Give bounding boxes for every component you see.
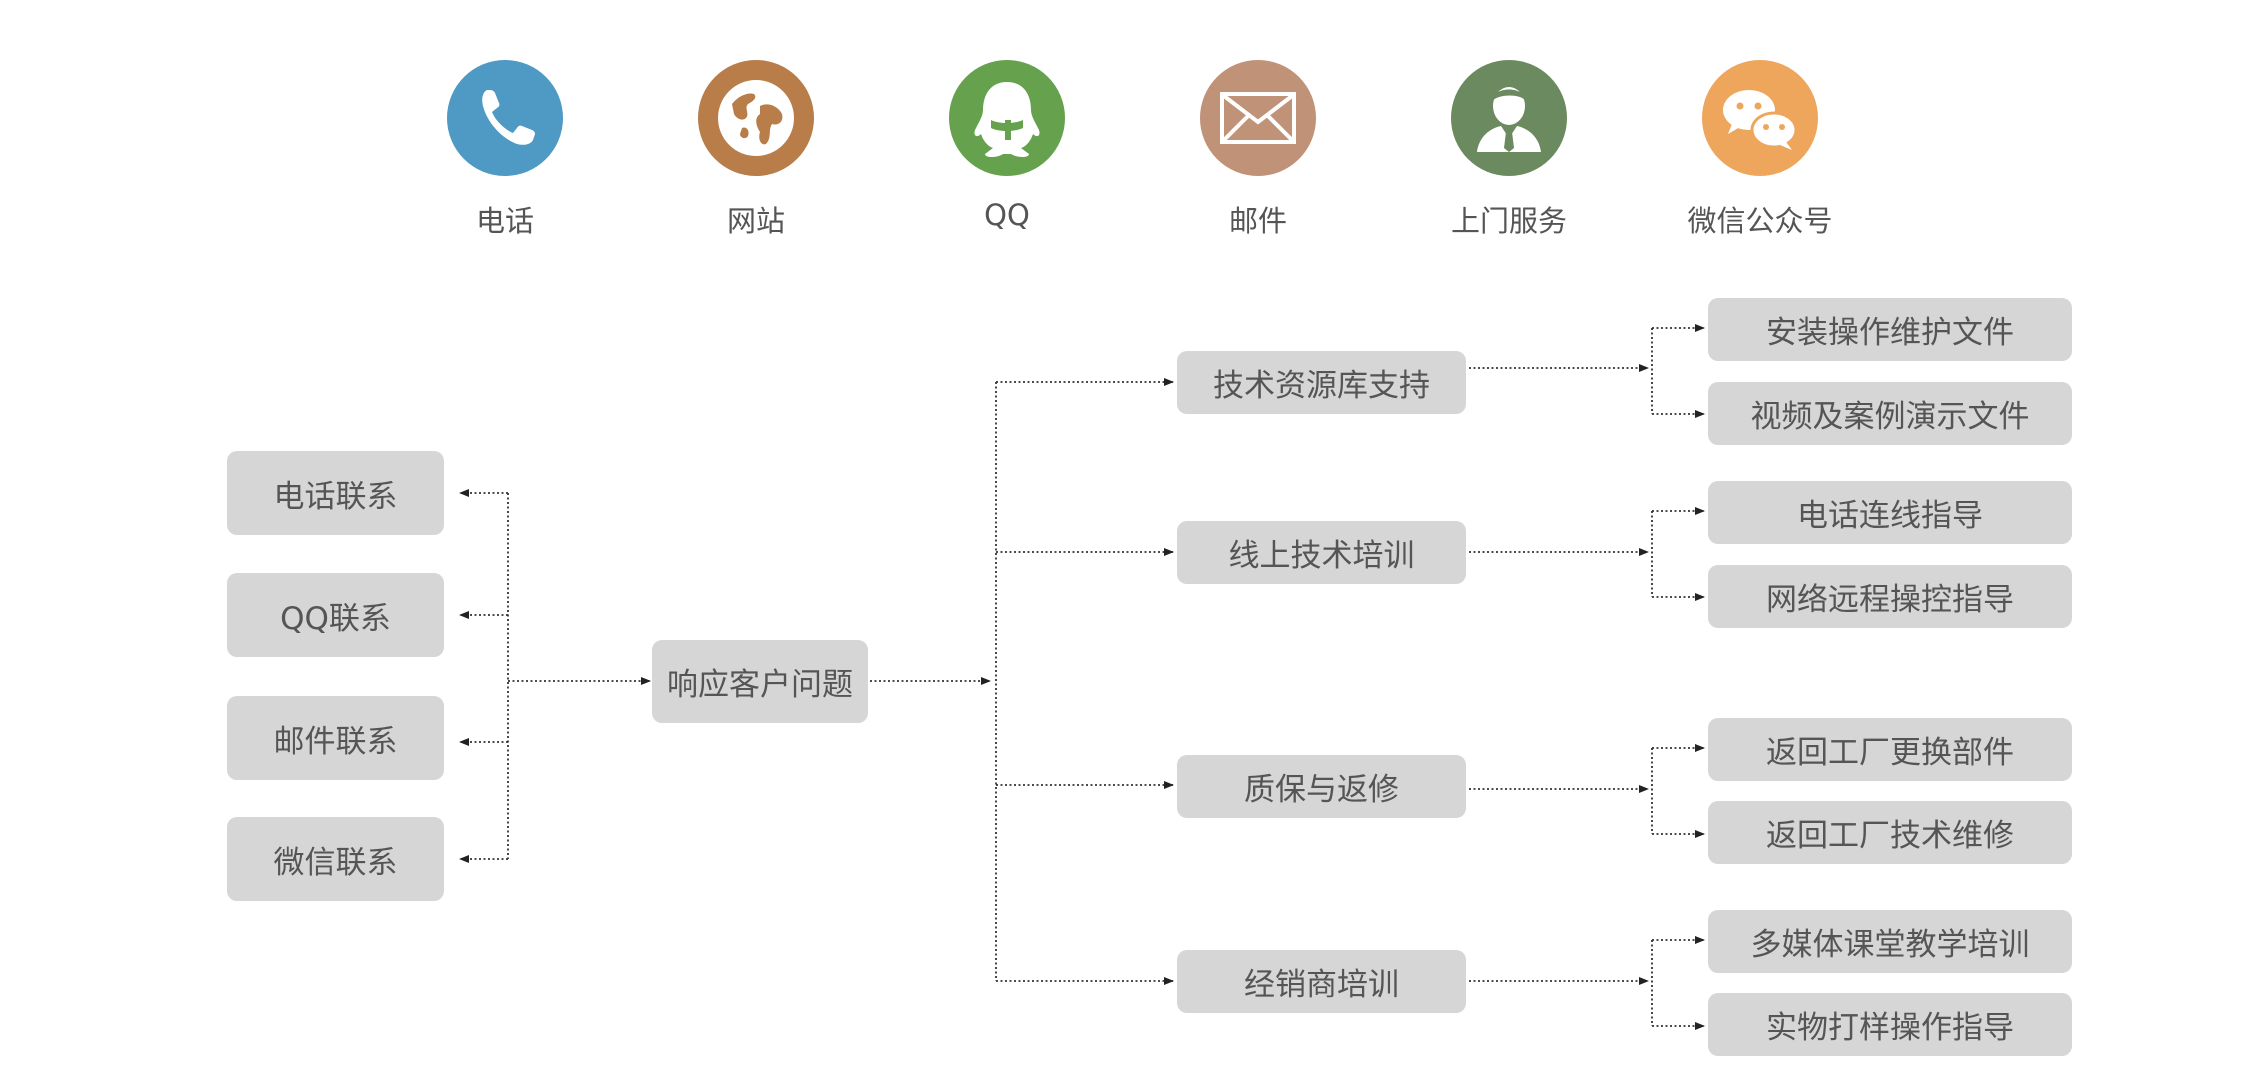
- detail-box: 安装操作维护文件: [1708, 298, 2072, 361]
- channel-label: QQ: [984, 198, 1030, 232]
- channel-wechat: 微信公众号: [1660, 60, 1860, 240]
- contact-box-mail: 邮件联系: [227, 696, 444, 780]
- qq-penguin-icon: [949, 60, 1065, 176]
- contact-box-qq: QQ联系: [227, 573, 444, 657]
- phone-icon: [447, 60, 563, 176]
- detail-box: 多媒体课堂教学培训: [1708, 910, 2072, 973]
- detail-box: 实物打样操作指导: [1708, 993, 2072, 1056]
- channel-label: 电话: [475, 204, 534, 238]
- channel-mail: 邮件: [1158, 60, 1358, 240]
- envelope-icon: [1200, 60, 1316, 176]
- service-box-dealer-training: 经销商培训: [1177, 950, 1466, 1013]
- contact-box-wechat: 微信联系: [227, 817, 444, 901]
- channel-label: 网站: [726, 204, 785, 238]
- person-service-icon: [1451, 60, 1567, 176]
- channel-label: 上门服务: [1450, 204, 1567, 238]
- service-box-online-training: 线上技术培训: [1177, 521, 1466, 584]
- channel-phone: 电话: [405, 60, 605, 240]
- channel-onsite: 上门服务: [1409, 60, 1609, 240]
- detail-box: 返回工厂更换部件: [1708, 718, 2072, 781]
- detail-box: 电话连线指导: [1708, 481, 2072, 544]
- detail-box: 网络远程操控指导: [1708, 565, 2072, 628]
- center-box-respond: 响应客户问题: [652, 640, 868, 723]
- globe-icon: [698, 60, 814, 176]
- contact-box-phone: 电话联系: [227, 451, 444, 535]
- channel-label: 微信公众号: [1687, 204, 1833, 238]
- wechat-icon: [1702, 60, 1818, 176]
- service-box-warranty: 质保与返修: [1177, 755, 1466, 818]
- detail-box: 视频及案例演示文件: [1708, 382, 2072, 445]
- channel-label: 邮件: [1228, 204, 1287, 238]
- channel-website: 网站: [656, 60, 856, 240]
- detail-box: 返回工厂技术维修: [1708, 801, 2072, 864]
- channel-qq: QQ: [907, 60, 1107, 232]
- service-box-tech-library: 技术资源库支持: [1177, 351, 1466, 414]
